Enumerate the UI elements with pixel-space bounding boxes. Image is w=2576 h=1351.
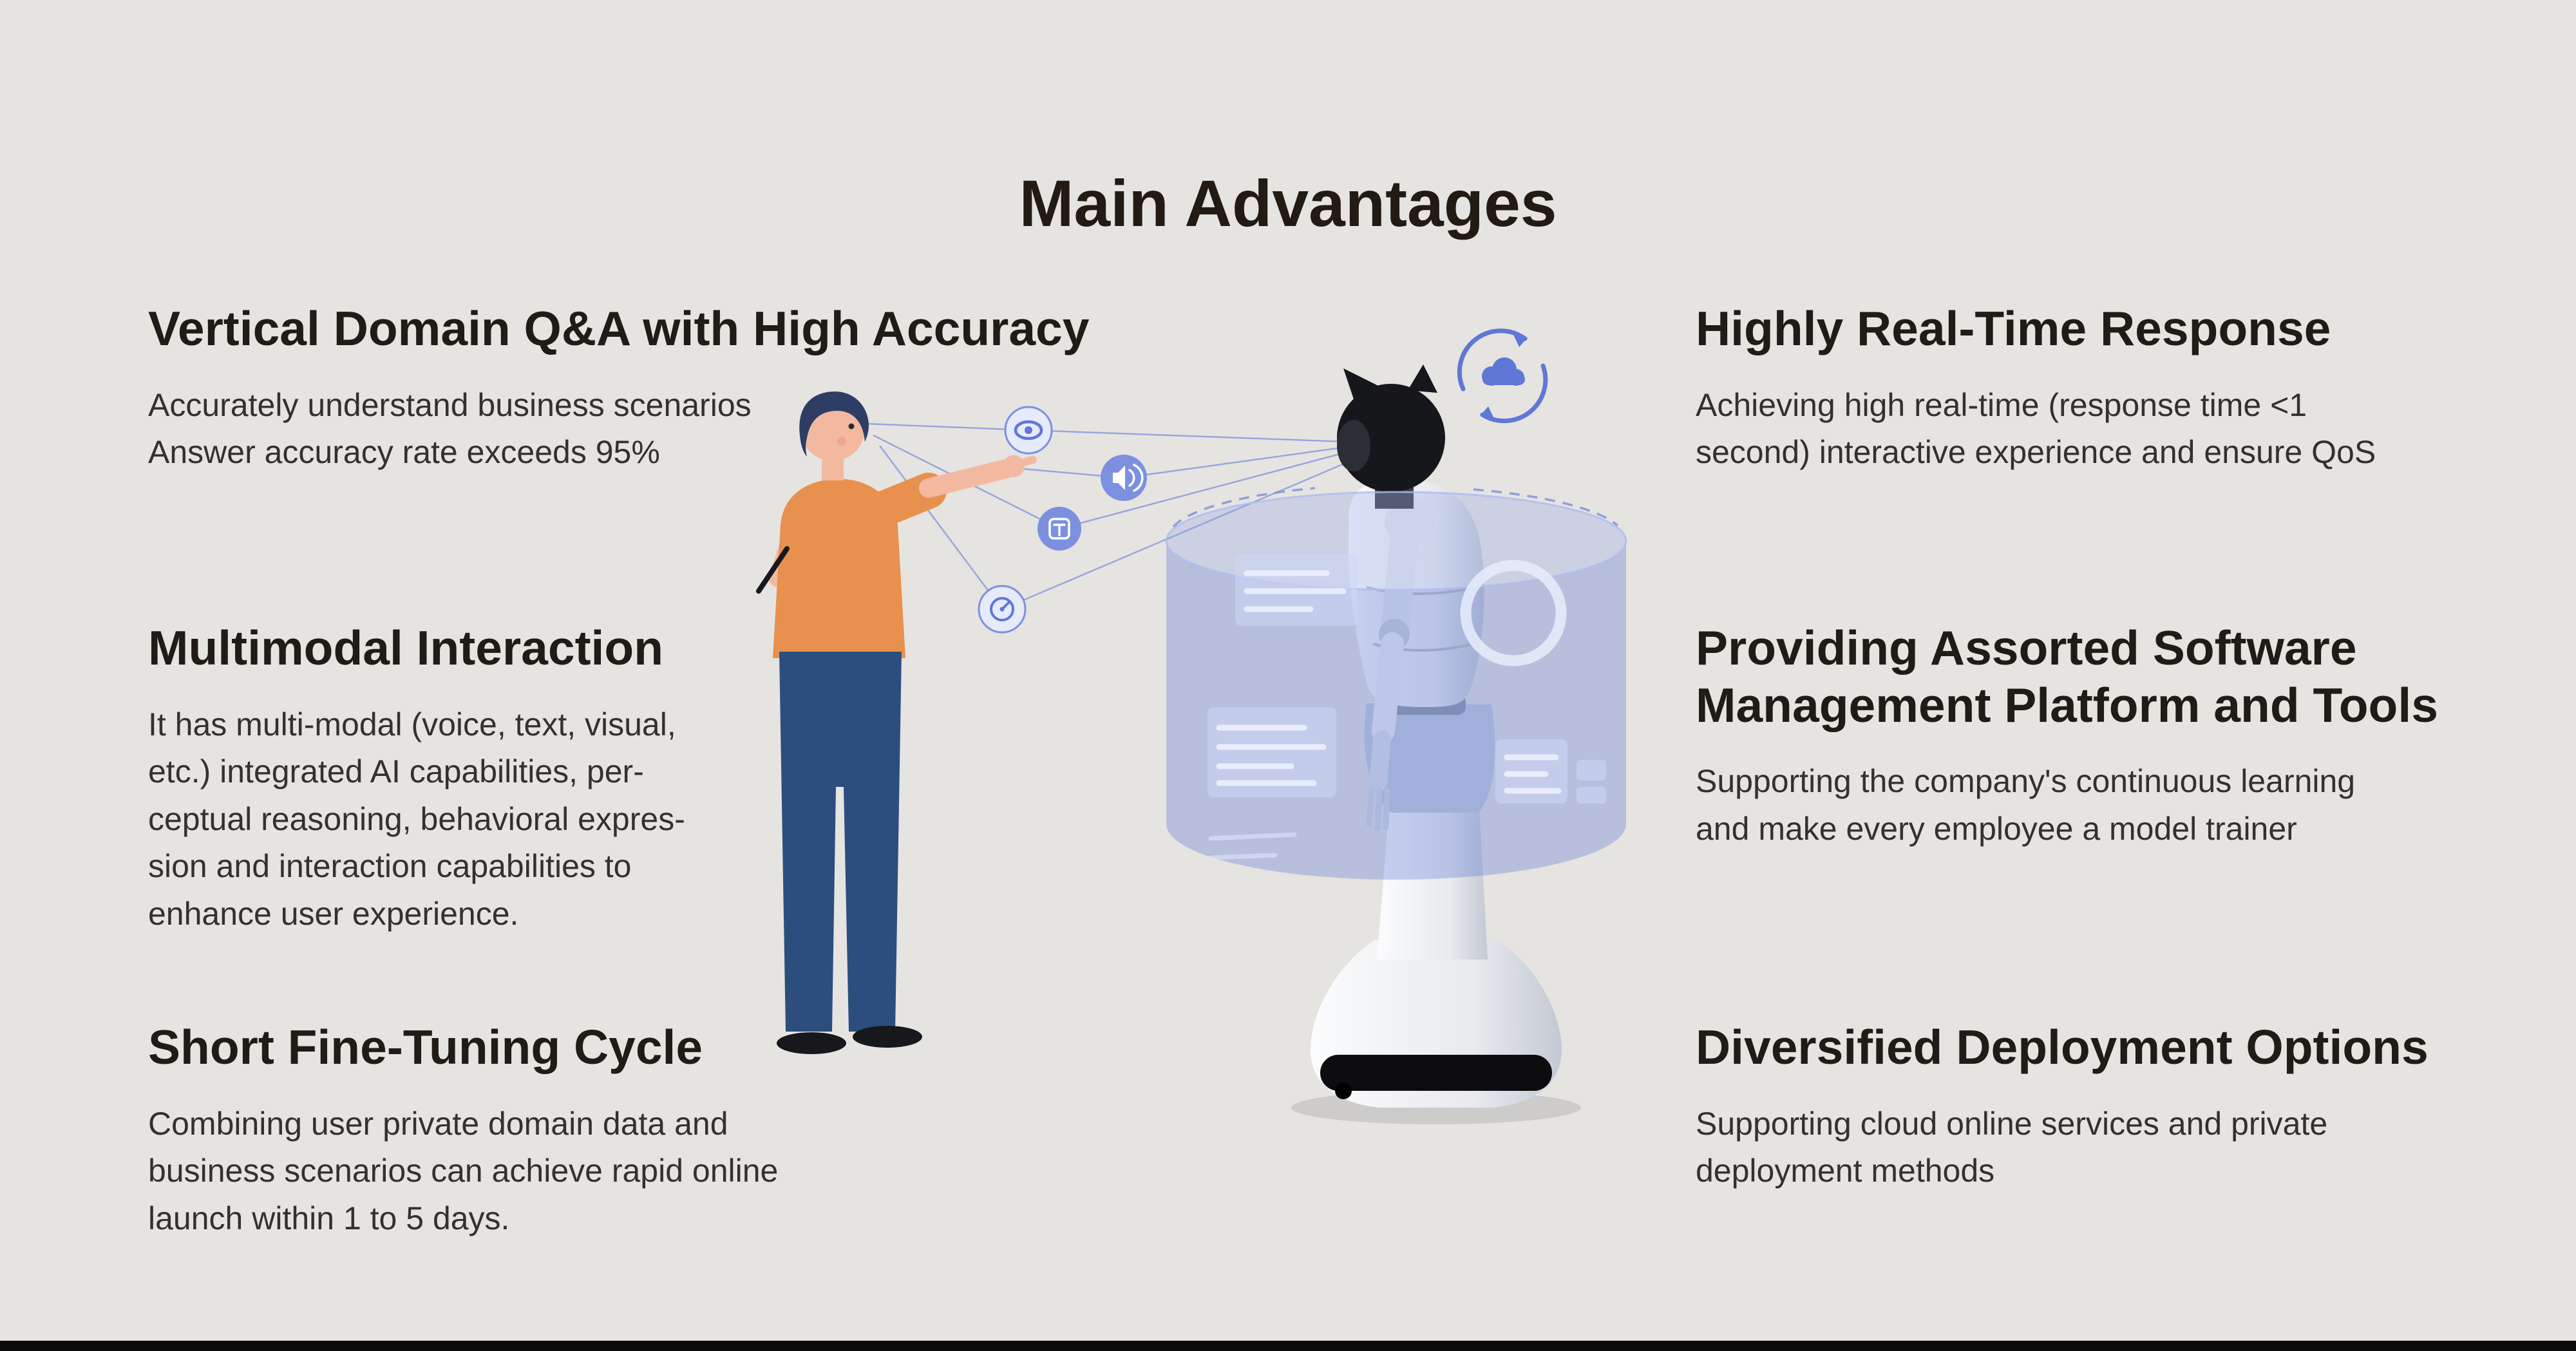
section-heading: Providing Assorted Software Management P… — [1696, 621, 2438, 732]
eye-icon — [1004, 406, 1053, 455]
hologram-icons — [978, 328, 1548, 634]
center-illustration — [756, 328, 1627, 1124]
gauge-icon — [978, 585, 1027, 634]
text-icon — [1037, 507, 1081, 551]
section-body: Accurately understand business scenarios… — [148, 386, 752, 471]
section-heading: Multimodal Interaction — [148, 621, 664, 675]
person-shoe — [853, 1026, 922, 1048]
handheld-object — [756, 546, 790, 594]
section-body: Combining user private domain data and b… — [148, 1105, 779, 1236]
person-pants — [779, 652, 902, 1032]
section-heading: Vertical Domain Q&A with High Accuracy — [148, 301, 1090, 355]
person-illustration — [756, 392, 1037, 1054]
section-heading: Highly Real-Time Response — [1696, 301, 2331, 355]
person-shoe — [777, 1032, 846, 1054]
bottom-bar — [0, 1341, 2576, 1351]
section-short-fine-tuning: Short Fine-Tuning Cycle Combining user p… — [148, 1019, 1063, 1242]
section-heading: Short Fine-Tuning Cycle — [148, 1020, 703, 1074]
hologram-ring — [1460, 560, 1567, 666]
section-deployment-options: Diversified Deployment Options Supportin… — [1696, 1019, 2552, 1195]
hologram-cylinder — [1165, 487, 1627, 880]
cloud-sync-icon — [1457, 328, 1548, 424]
section-body: Achieving high real-time (response time … — [1696, 386, 2376, 471]
section-multimodal-interaction: Multimodal Interaction It has multi-moda… — [148, 619, 908, 938]
section-body: It has multi-modal (voice, text, visual,… — [148, 706, 685, 932]
section-body: Supporting cloud online services and pri… — [1696, 1105, 2328, 1189]
robot-illustration — [1291, 364, 1581, 1124]
section-vertical-domain-qa: Vertical Domain Q&A with High Accuracy A… — [148, 300, 1153, 477]
section-body: Supporting the company's continuous lear… — [1696, 763, 2356, 847]
section-heading: Diversified Deployment Options — [1696, 1020, 2429, 1074]
page-title: Main Advantages — [1019, 167, 1557, 241]
voice-icon — [1101, 455, 1147, 501]
person-hair — [799, 392, 869, 457]
section-realtime-response: Highly Real-Time Response Achieving high… — [1696, 300, 2520, 477]
section-software-platform: Providing Assorted Software Management P… — [1696, 619, 2552, 853]
